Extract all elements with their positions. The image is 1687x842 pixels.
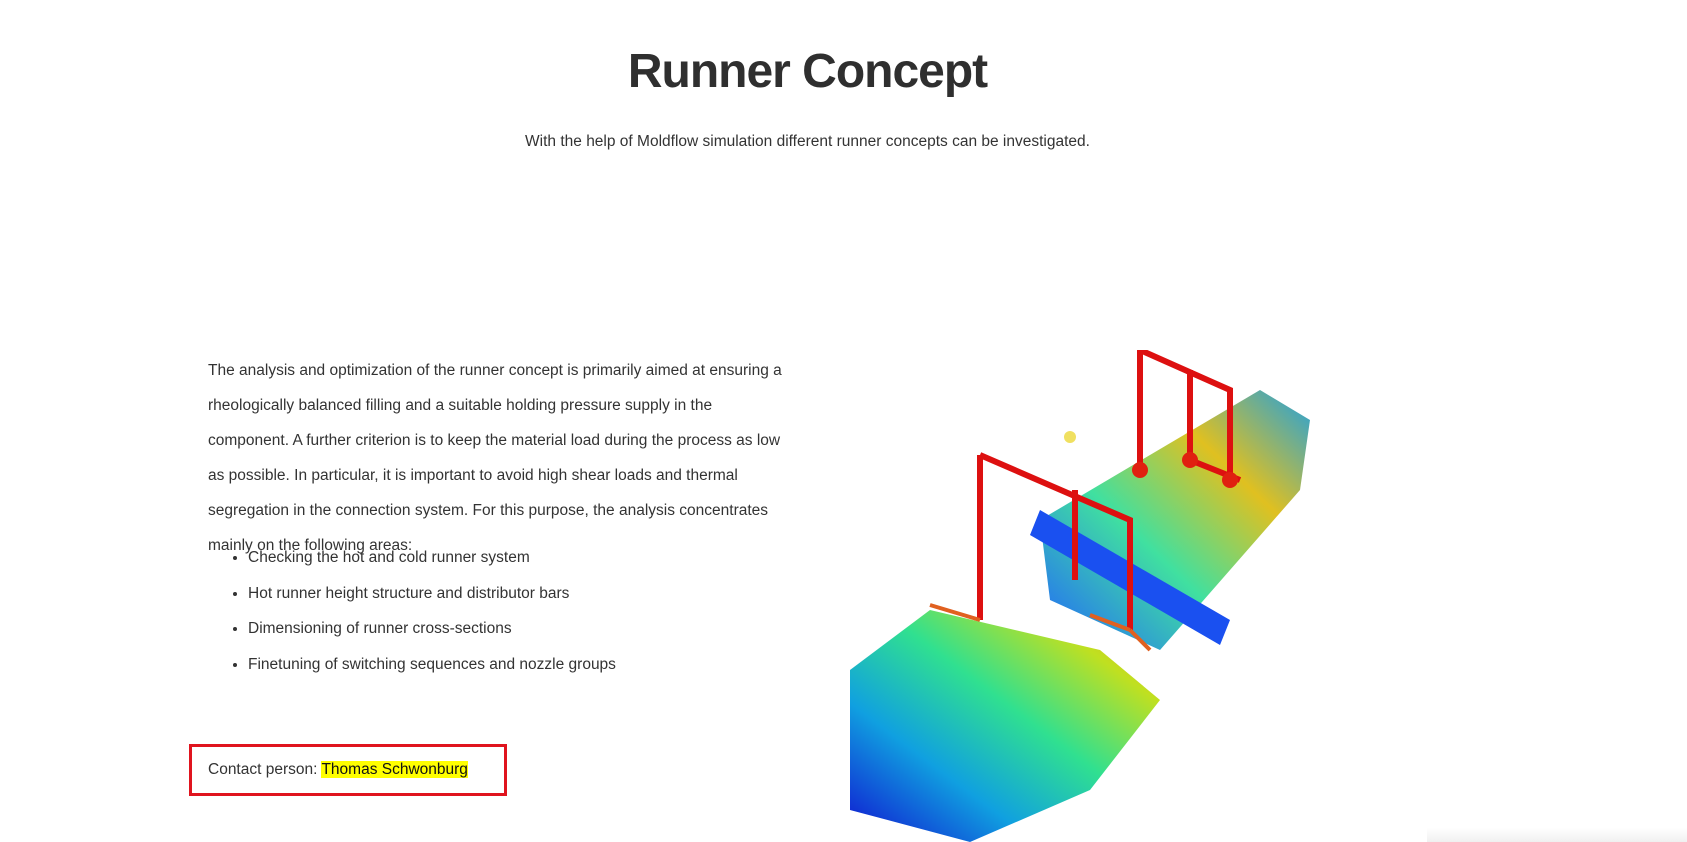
contact-name-link[interactable]: Thomas Schwonburg bbox=[321, 761, 468, 778]
contact-box: Contact person: Thomas Schwonburg bbox=[189, 744, 507, 796]
page-subtitle: With the help of Moldflow simulation dif… bbox=[525, 133, 1090, 150]
contact-label: Contact person: bbox=[208, 761, 318, 778]
upper-part bbox=[1040, 390, 1310, 650]
lower-part bbox=[850, 610, 1160, 842]
moldflow-simulation-image bbox=[850, 350, 1310, 842]
contact-line: Contact person: Thomas Schwonburg bbox=[208, 761, 468, 779]
intro-paragraph: The analysis and optimization of the run… bbox=[208, 362, 782, 554]
analysis-areas-list: Checking the hot and cold runner system … bbox=[228, 540, 616, 682]
page-shadow bbox=[1427, 828, 1687, 842]
list-item: Finetuning of switching sequences and no… bbox=[248, 647, 616, 683]
page-title: Runner Concept bbox=[627, 45, 988, 98]
list-item: Dimensioning of runner cross-sections bbox=[248, 611, 616, 647]
list-item: Hot runner height structure and distribu… bbox=[248, 576, 616, 612]
list-item: Checking the hot and cold runner system bbox=[248, 540, 616, 576]
